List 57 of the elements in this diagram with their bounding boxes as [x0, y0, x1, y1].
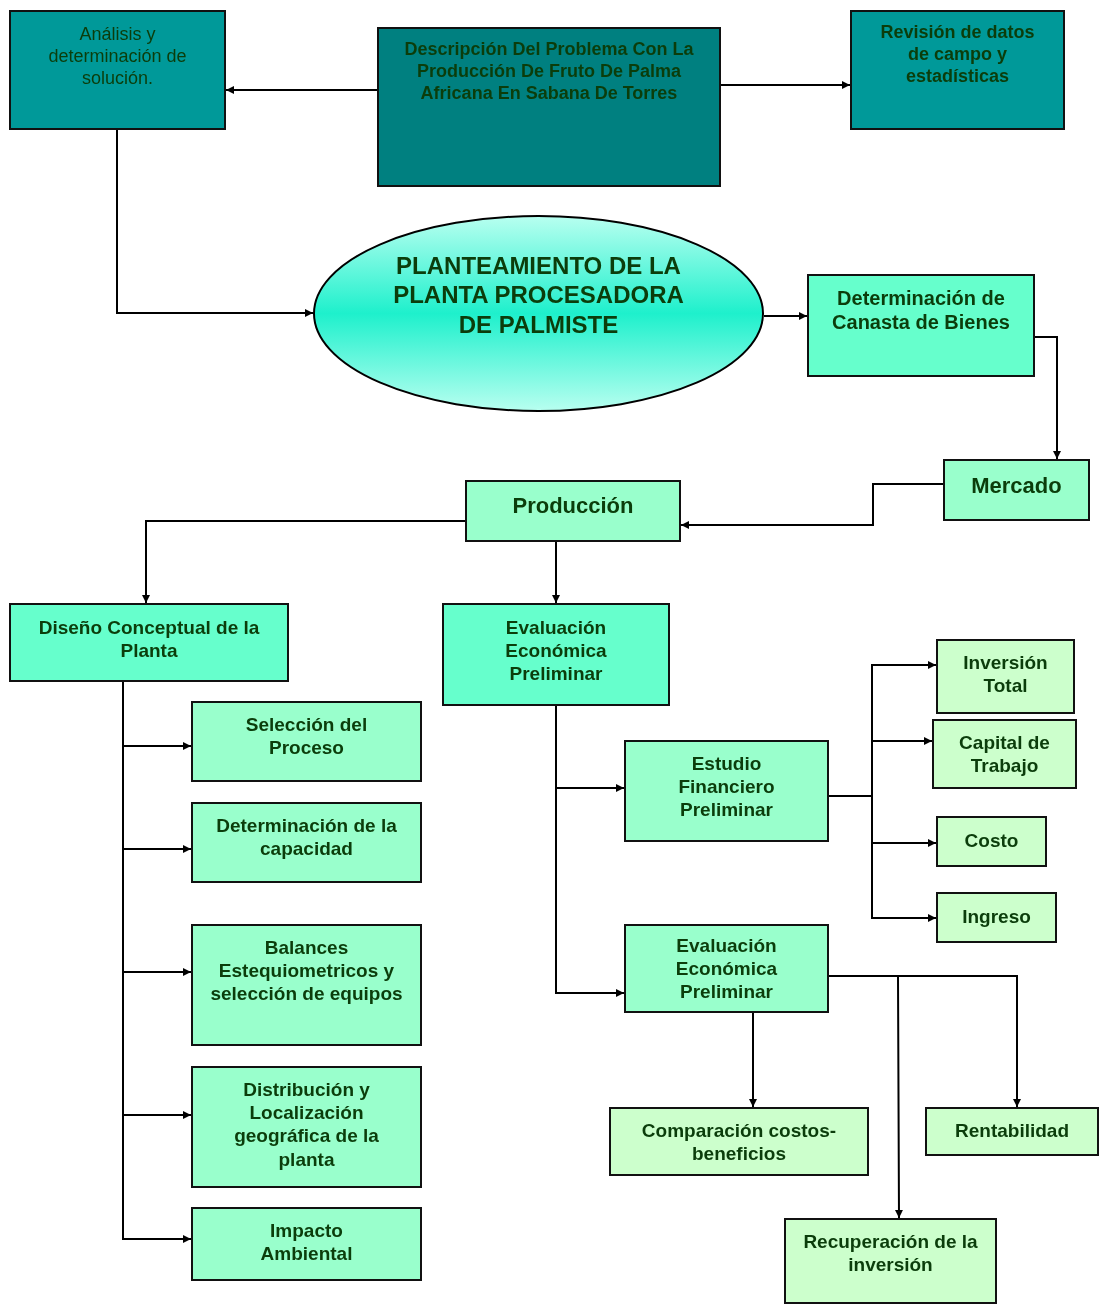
process-box [624, 924, 829, 1013]
box-label: Análisis y determinación de solución. [47, 24, 188, 90]
box-label: Comparación costos-beneficios [640, 1119, 838, 1166]
box-label: Diseño Conceptual de la Planta [37, 616, 261, 663]
process-box [191, 1066, 422, 1188]
process-box [936, 816, 1047, 867]
box-label: PLANTEAMIENTO DE LA PLANTA PROCESADORA DE PALMISTE [392, 251, 685, 339]
process-box [925, 1107, 1099, 1156]
box-label: Revisión de datos de campo y estadísticas [879, 22, 1036, 88]
box-label: Balances Estequiometricos y selección de equipos [209, 936, 404, 1006]
process-box [784, 1218, 997, 1304]
box-label: Producción [512, 493, 634, 520]
process-box [191, 924, 422, 1046]
box-label: Recuperación de la inversión [802, 1230, 979, 1277]
arrow [763, 312, 808, 320]
box-label: Costo [964, 829, 1019, 853]
process-box [932, 719, 1077, 789]
process-box [377, 27, 721, 187]
box-label: Capital de Trabajo [958, 731, 1051, 778]
arrow [749, 1012, 757, 1108]
arrow [828, 975, 903, 1219]
process-box [936, 639, 1075, 714]
process-box [609, 1107, 869, 1176]
box-label: Evaluación Económica Preliminar [674, 934, 779, 1004]
arrow [828, 795, 937, 922]
arrow [555, 705, 625, 997]
process-box [9, 603, 289, 682]
arrow [116, 129, 314, 317]
box-label: Determinación de Canasta de Bienes [831, 286, 1011, 335]
arrow [142, 520, 466, 604]
process-box [936, 892, 1057, 943]
process-box [850, 10, 1065, 130]
box-label: Distribución y Localización geográfica de la planta [233, 1078, 380, 1171]
box-label: Ingreso [962, 905, 1031, 929]
box-label: Determinación de la capacidad [215, 814, 398, 861]
box-label: Inversión Total [962, 651, 1049, 698]
process-box [191, 1207, 422, 1281]
arrow [1034, 336, 1061, 460]
process-box [191, 802, 422, 883]
box-label: Selección del Proceso [244, 713, 369, 760]
arrow [225, 86, 378, 94]
process-box [465, 480, 681, 542]
process-box [9, 10, 226, 130]
process-box [943, 459, 1090, 521]
process-box [624, 740, 829, 842]
box-label: Estudio Financiero Preliminar [677, 752, 776, 822]
box-label: Rentabilidad [955, 1119, 1069, 1143]
box-label: Evaluación Económica Preliminar [504, 616, 608, 686]
arrow [680, 483, 944, 529]
box-label: Mercado [971, 473, 1062, 500]
process-box [191, 701, 422, 782]
process-box [442, 603, 670, 706]
process-box [807, 274, 1035, 377]
box-label: Impacto Ambiental [259, 1219, 354, 1266]
box-label: Descripción Del Problema Con La Producción De Fruto De Palma Africana En Sabana De Torres [403, 39, 695, 105]
arrow [552, 541, 560, 604]
arrow [720, 81, 851, 89]
